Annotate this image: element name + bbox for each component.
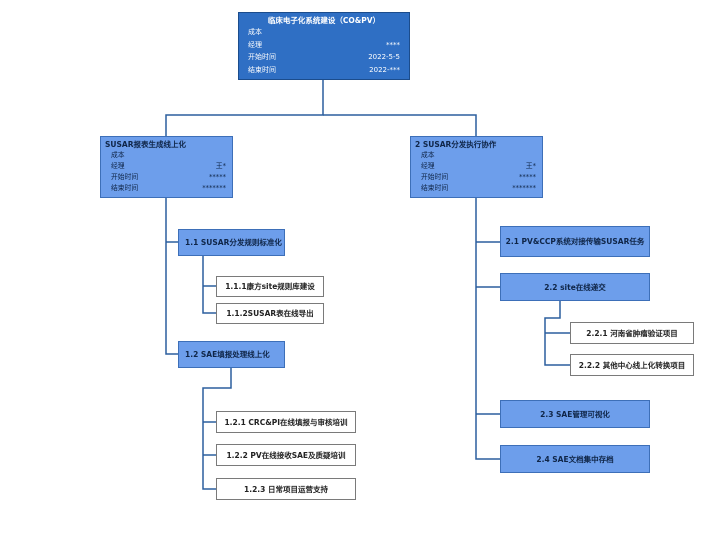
connector-branch1-children	[165, 198, 178, 355]
branch2-field-start: 开始时间*****	[421, 173, 536, 181]
node-1-1-2[interactable]: 1.1.2SUSAR表在线导出	[216, 303, 324, 324]
connector-root-branch2	[323, 114, 477, 136]
root-field-manager: 经理****	[248, 40, 400, 49]
node-2-3-label: 2.3 SAE管理可视化	[540, 409, 610, 419]
node-2-3[interactable]: 2.3 SAE管理可视化	[500, 400, 650, 428]
node-1-1-1-label: 1.1.1康方site规则库建设	[225, 282, 315, 291]
node-2-1-label: 2.1 PV&CCP系统对接传输SUSAR任务	[505, 237, 645, 246]
branch2-field-cost: 成本	[421, 151, 435, 159]
connector-root-branch1	[165, 80, 324, 136]
node-1-2-1[interactable]: 1.2.1 CRC&PI在线填报与审核培训	[216, 411, 356, 433]
branch1-title: SUSAR报表生成线上化	[105, 140, 186, 149]
connector-branch2-children	[475, 198, 500, 460]
node-2-2-2-label: 2.2.2 其他中心线上化转换项目	[578, 360, 686, 370]
node-2-2-1-label: 2.2.1 河南省肿瘤验证项目	[586, 328, 678, 338]
branch1-field-cost: 成本	[111, 151, 125, 159]
node-2-2-label: 2.2 site在线递交	[544, 282, 606, 292]
root-field-cost: 成本	[248, 28, 262, 36]
node-1-2-2[interactable]: 1.2.2 PV在线接收SAE及质疑培训	[216, 444, 356, 466]
node-1-1-1[interactable]: 1.1.1康方site规则库建设	[216, 276, 324, 297]
connector-2-2-children	[544, 301, 570, 366]
node-1-1[interactable]: 1.1 SUSAR分发规则标准化	[178, 229, 285, 256]
branch2-node[interactable]: 2 SUSAR分发执行协作 成本 经理王* 开始时间***** 结束时间****…	[410, 136, 543, 198]
branch2-field-manager: 经理王*	[421, 162, 536, 170]
node-1-2-label: 1.2 SAE填报处理线上化	[185, 350, 270, 359]
branch1-field-start: 开始时间*****	[111, 173, 226, 181]
node-1-1-2-label: 1.1.2SUSAR表在线导出	[226, 309, 314, 318]
connector-1-2-children	[202, 368, 232, 490]
node-1-1-label: 1.1 SUSAR分发规则标准化	[185, 238, 282, 247]
branch1-node[interactable]: SUSAR报表生成线上化 成本 经理王* 开始时间***** 结束时间*****…	[100, 136, 233, 198]
branch1-field-end: 结束时间*******	[111, 184, 226, 192]
branch1-field-manager: 经理王*	[111, 162, 226, 170]
branch2-title: 2 SUSAR分发执行协作	[415, 140, 497, 149]
node-2-4[interactable]: 2.4 SAE文档集中存档	[500, 445, 650, 473]
node-1-2-2-label: 1.2.2 PV在线接收SAE及质疑培训	[226, 450, 346, 460]
node-1-2[interactable]: 1.2 SAE填报处理线上化	[178, 341, 285, 368]
node-2-1[interactable]: 2.1 PV&CCP系统对接传输SUSAR任务	[500, 226, 650, 257]
node-1-2-3-label: 1.2.3 日常项目运营支持	[244, 484, 328, 494]
connector-1-1-children	[202, 256, 216, 314]
node-2-2-1[interactable]: 2.2.1 河南省肿瘤验证项目	[570, 322, 694, 344]
node-2-2[interactable]: 2.2 site在线递交	[500, 273, 650, 301]
branch2-field-end: 结束时间*******	[421, 184, 536, 192]
node-2-2-2[interactable]: 2.2.2 其他中心线上化转换项目	[570, 354, 694, 376]
node-1-2-3[interactable]: 1.2.3 日常项目运营支持	[216, 478, 356, 500]
root-title: 临床电子化系统建设（CO&PV）	[267, 16, 381, 25]
node-2-4-label: 2.4 SAE文档集中存档	[536, 454, 614, 464]
node-1-2-1-label: 1.2.1 CRC&PI在线填报与审核培训	[224, 417, 348, 427]
